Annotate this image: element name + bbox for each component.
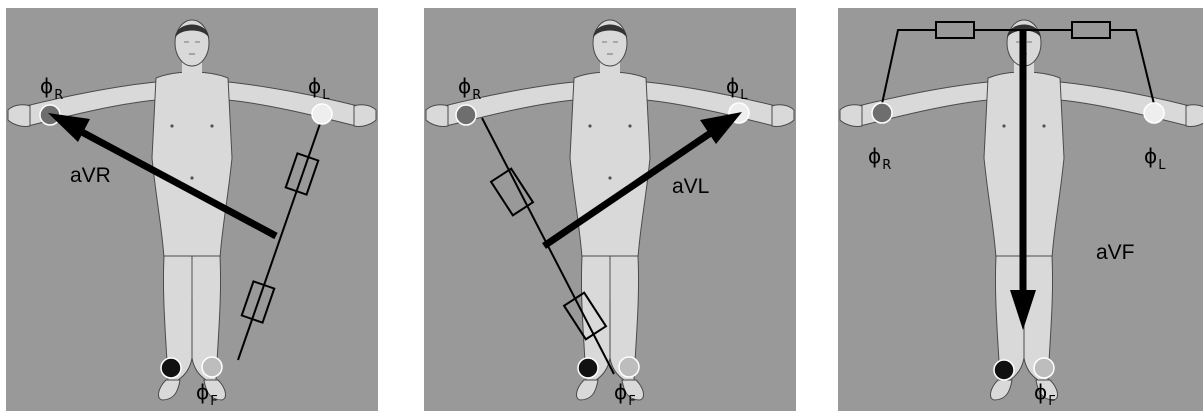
electrode-right-foot [578,358,598,378]
panel-avr: ϕR ϕL ϕF aVR [6,8,378,411]
lead-label-avf: aVF [1096,242,1135,263]
panel-avf: ϕR ϕL ϕF aVF [838,8,1203,411]
avr-diagram [6,8,378,411]
resistor-right [1072,22,1110,38]
electrode-left-foot [202,357,222,377]
phi-f-label: ϕF [196,382,218,402]
panel-avl: ϕR ϕL ϕF aVL [424,8,796,411]
phi-l-label: ϕL [308,76,329,96]
electrode-right-foot [161,358,181,378]
electrode-left-foot [1034,358,1054,378]
phi-l-label: ϕL [726,76,747,96]
phi-f-label: ϕF [1034,382,1056,402]
phi-f-label: ϕF [614,382,636,402]
phi-r-label: ϕR [458,76,481,96]
electrode-right-arm [872,103,892,123]
avf-diagram [838,8,1203,411]
phi-l-label: ϕL [1144,146,1165,166]
resistor-wire [238,118,322,360]
avr-arrowhead [48,113,90,142]
electrode-left-arm [312,104,332,124]
electrode-right-arm [456,105,476,125]
lead-label-avl: aVL [672,176,709,197]
lead-label-avr: aVR [70,165,111,186]
electrode-left-arm [1144,103,1164,123]
resistor-left [936,22,974,38]
phi-r-label: ϕR [868,146,891,166]
electrode-left-foot [619,357,639,377]
phi-r-label: ϕR [40,76,63,96]
electrode-right-foot [994,360,1014,380]
avl-diagram [424,8,796,411]
